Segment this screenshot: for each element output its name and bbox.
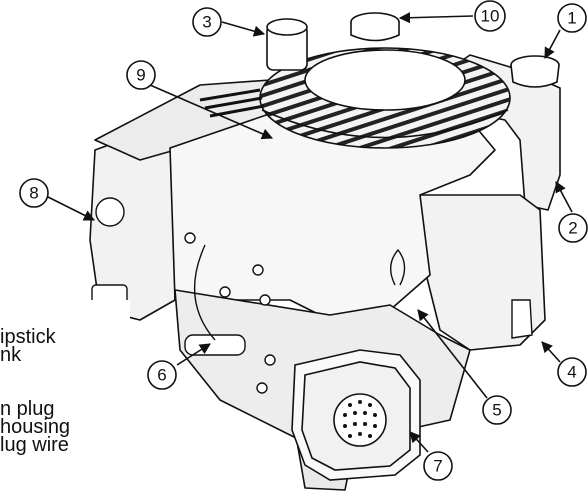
- leader-3: [221, 21, 266, 37]
- callout-leaders: [47, 12, 573, 453]
- callout-number-4: 4: [567, 363, 576, 382]
- callout-2: [558, 213, 588, 243]
- legend-line-4: housing: [0, 416, 71, 438]
- callout-3: [192, 7, 222, 37]
- callout-9: [126, 60, 156, 90]
- callout-7: [423, 451, 453, 481]
- air-cleaner: [259, 47, 511, 149]
- callout-number-2: 2: [568, 219, 577, 238]
- callout-number-5: 5: [492, 401, 501, 420]
- callout-5: [482, 395, 512, 425]
- legend-line-3: n plug: [0, 398, 55, 420]
- leader-7: [409, 431, 429, 453]
- callout-number-3: 3: [202, 13, 211, 32]
- legend-text: ipstick nk n plug housing lug wire: [0, 300, 130, 455]
- callout-number-8: 8: [29, 184, 38, 203]
- legend-line-1: ipstick: [0, 326, 56, 348]
- legend-line-5: lug wire: [0, 434, 69, 456]
- leader-1: [544, 29, 561, 59]
- leader-8: [47, 196, 96, 221]
- callout-labels: [19, 0, 588, 481]
- callout-number-6: 6: [157, 366, 166, 385]
- fill-caps: [266, 12, 560, 88]
- leader-6: [176, 343, 211, 366]
- callout-4: [557, 357, 587, 387]
- callout-10: [474, 0, 506, 32]
- callout-6: [147, 360, 177, 390]
- callout-numbers: 1 2 3 4 5 6 7 8 9 10: [29, 7, 577, 476]
- legend-line-2: nk: [0, 344, 22, 366]
- muffler: [291, 349, 421, 481]
- leader-5: [417, 309, 488, 399]
- callout-number-7: 7: [433, 457, 442, 476]
- callout-8: [19, 178, 49, 208]
- callout-number-10: 10: [481, 7, 500, 26]
- leader-2: [555, 181, 573, 213]
- leader-9: [149, 84, 274, 140]
- leader-4: [541, 341, 561, 363]
- callout-number-1: 1: [567, 9, 576, 28]
- leader-10: [398, 12, 474, 24]
- callout-number-9: 9: [136, 66, 145, 85]
- callout-1: [557, 3, 587, 33]
